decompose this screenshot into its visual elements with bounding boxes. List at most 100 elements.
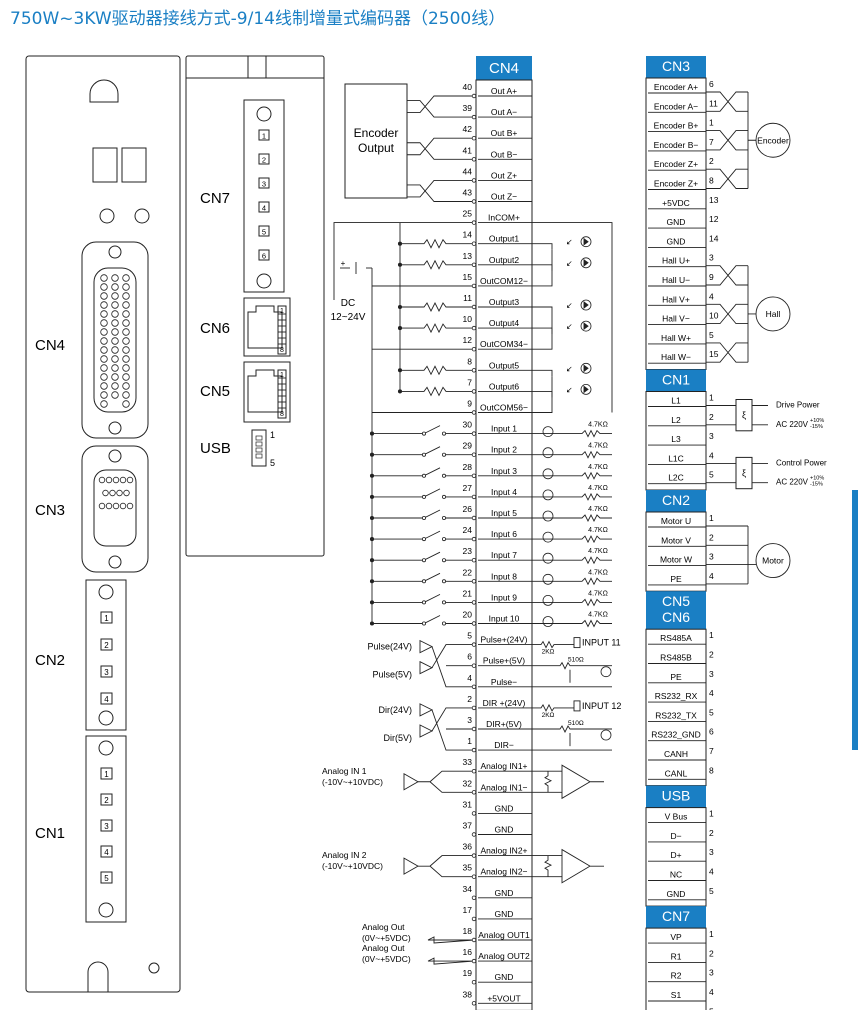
opto-arrow-icon: ↙ <box>566 322 573 331</box>
ain2-source-icon <box>403 857 419 875</box>
cn1-pin-number: 1 <box>709 393 714 403</box>
switch-contact <box>441 600 446 605</box>
cn3-pin-number: 6 <box>709 79 714 89</box>
db15-pin <box>126 502 134 510</box>
dir-input-marker <box>573 700 581 712</box>
cn4-pin-number: 34 <box>463 884 473 894</box>
input-led-icon <box>542 573 554 585</box>
scrollbar[interactable] <box>852 490 858 750</box>
cn4-row-label: Output6 <box>489 381 520 391</box>
ain1-label-1: Analog IN 1 <box>322 766 367 776</box>
db44-pin <box>111 328 119 336</box>
db44-pin <box>100 373 108 381</box>
cn4-pin-node <box>471 958 477 964</box>
cn4-row-label: GND <box>495 972 514 982</box>
cn4-row-label: InCOM+ <box>488 213 520 223</box>
cn7-pin-number: 5 <box>262 228 266 237</box>
db15-pin <box>116 489 123 497</box>
cn4-pin-number: 26 <box>463 504 473 514</box>
cn7-pin-number: 1 <box>262 132 266 141</box>
cn4-pin-node <box>471 937 477 943</box>
encoder-output-wire <box>407 100 474 118</box>
output-resistor-wire <box>400 259 474 270</box>
control-power-tolerance-up: +10% <box>810 476 824 482</box>
usb-row-label: NC <box>670 870 682 880</box>
switch-contact <box>421 473 426 478</box>
incom-return-wire <box>532 222 613 413</box>
drive-power-voltage-label: AC 220V <box>776 420 809 429</box>
usb-pin <box>255 447 263 453</box>
cn2-terminal-number: 3 <box>104 668 109 677</box>
db15-pin <box>112 476 120 484</box>
cn3-pin-number: 12 <box>709 214 719 224</box>
driver-cn1-label: CN1 <box>35 825 65 842</box>
cn2-terminal-number: 2 <box>104 641 109 650</box>
cn56-row-label: RS232_TX <box>655 710 697 720</box>
cn4-pin-number: 37 <box>463 821 473 831</box>
cn4-pin-node <box>471 769 477 774</box>
cn4-pin-number: 9 <box>467 399 472 409</box>
encoder-pair-wire <box>706 130 748 151</box>
db44-pin <box>122 310 130 318</box>
switch-contact <box>421 600 426 605</box>
hall-pair-wire <box>706 265 748 286</box>
ain1-opamp-icon <box>532 764 604 800</box>
cn4-row-label: Out A+ <box>491 86 517 96</box>
cn4-pin-node <box>471 157 477 162</box>
dir-r510-label: 510Ω <box>568 720 584 727</box>
input-resistor-label: 4.7KΩ <box>588 422 608 429</box>
cn1-terminal <box>100 845 113 858</box>
cn7-pin-number: 4 <box>709 987 714 997</box>
db44-pin <box>122 355 130 363</box>
cn1-header-bg <box>646 369 706 392</box>
cn4-row-label: DIR+(5V) <box>486 719 522 729</box>
input-resistor-wire <box>532 556 612 565</box>
db44-pin <box>100 355 108 363</box>
cn7-pin-number: 6 <box>262 252 266 261</box>
opto-wire <box>532 243 553 250</box>
cn4-pin-number: 13 <box>463 251 473 261</box>
cn3-pin-number: 3 <box>709 253 714 263</box>
cn4-row-label: Pulse− <box>491 677 517 687</box>
encoder-icon-label: Encoder <box>757 135 789 145</box>
cn4-pin-number: 15 <box>463 272 473 282</box>
hall-pair-wire <box>706 303 748 325</box>
db15-pin <box>123 489 130 497</box>
switch-contact <box>441 452 446 457</box>
side-cn6-label: CN6 <box>200 320 230 337</box>
usb-pin-number: 5 <box>709 886 714 896</box>
output-resistor-wire <box>400 301 474 313</box>
cn4-pin-node <box>471 241 477 246</box>
cn4-row-label: Analog IN1+ <box>480 761 527 771</box>
cn1-terminal-number: 5 <box>104 874 109 883</box>
pulse-driver-icon <box>419 639 434 675</box>
db15-pin <box>98 476 106 484</box>
cn3-pin-number: 11 <box>709 98 718 108</box>
cn2-terminal-number: 4 <box>104 695 109 704</box>
opto-led-icon <box>580 299 592 311</box>
driver-cn2-label: CN2 <box>35 652 65 669</box>
cn3-pin-number: 4 <box>709 291 714 301</box>
aout2-wire <box>427 957 475 965</box>
db44-pin <box>122 337 130 345</box>
motor-icon <box>755 543 791 579</box>
cn56-header-bg <box>646 591 706 630</box>
cn4-row-label: Out B+ <box>491 128 518 138</box>
pulse-24v-label: Pulse(24V) <box>367 642 412 652</box>
cn56-row-label: RS485A <box>660 633 692 643</box>
cn4-pin-node <box>471 874 477 879</box>
cn4-pin-node <box>471 452 477 457</box>
encoder-output-wire <box>407 184 474 202</box>
usb-pin-number: 3 <box>709 847 714 857</box>
cn4-pin-node <box>471 283 477 289</box>
opto-led-icon <box>580 236 592 248</box>
cn7-terminal <box>258 129 270 141</box>
db44-pin <box>111 319 119 327</box>
encoder-pair-wire <box>706 91 748 112</box>
aout2-label-2: (0V~+5VDC) <box>362 954 411 964</box>
cn2-terminal-number: 1 <box>104 614 109 623</box>
cn4-row-label: GND <box>495 803 514 813</box>
cn4-pin-node <box>471 220 477 225</box>
cn3-header: CN3 <box>662 58 690 74</box>
